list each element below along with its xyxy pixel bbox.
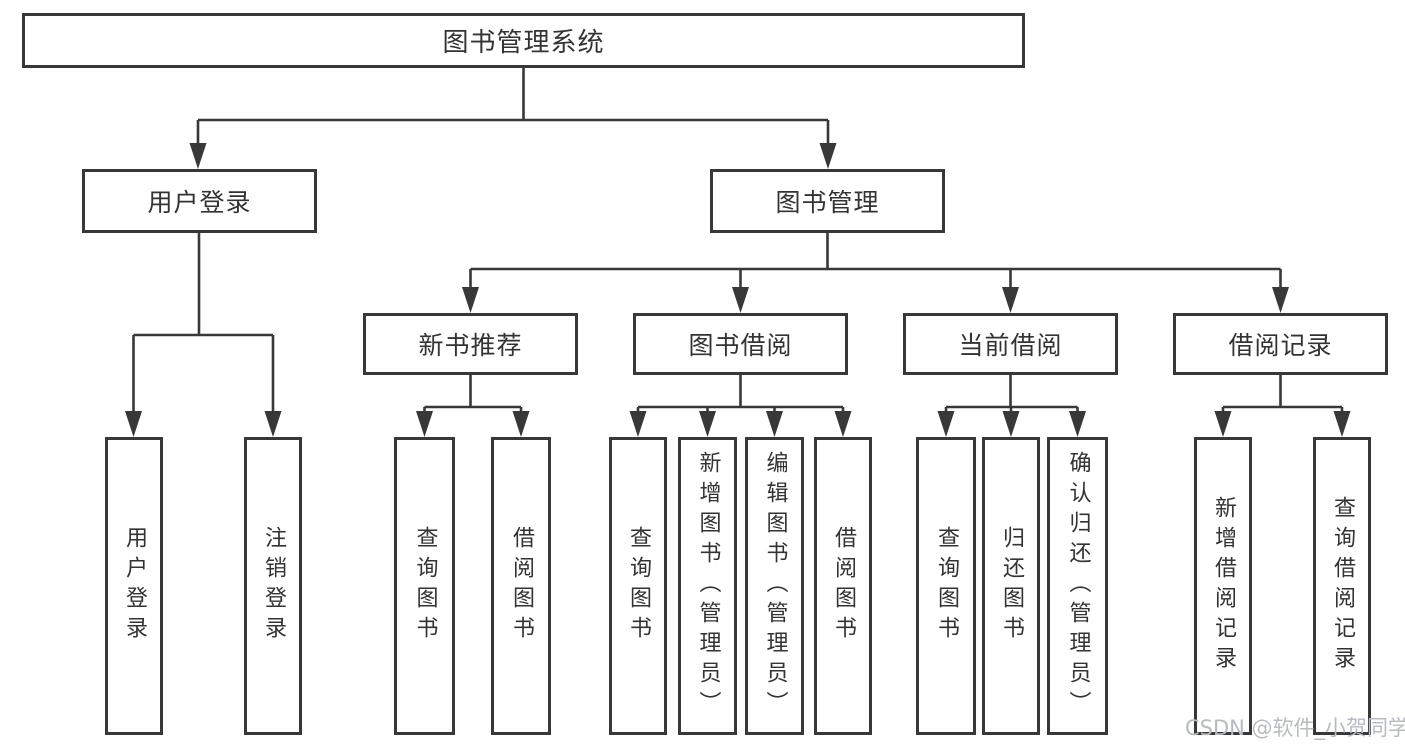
leaf-user-login-label: 用户登录 (122, 526, 147, 646)
leaf-query-books-recommend: 查询图书 (394, 437, 455, 735)
node-user-login-label: 用户登录 (147, 188, 252, 217)
leaf-return-book: 归还图书 (982, 437, 1040, 735)
node-book-management: 图书管理 (710, 169, 945, 233)
leaf-query-books-recommend-label: 查询图书 (412, 526, 438, 646)
leaf-borrow-books: 借阅图书 (814, 437, 872, 735)
leaf-query-books-borrow: 查询图书 (609, 437, 667, 735)
leaf-edit-book-admin: 编辑图书（管理员） (745, 437, 804, 735)
leaf-confirm-return-admin-label: 确认归还（管理员） (1065, 451, 1091, 721)
leaf-add-book-admin: 新增图书（管理员） (678, 437, 737, 735)
leaf-logout: 注销登录 (244, 437, 302, 735)
node-book-borrow-label: 图书借阅 (688, 331, 793, 360)
leaf-confirm-return-admin: 确认归还（管理员） (1047, 437, 1108, 735)
node-borrow-records-label: 借阅记录 (1228, 331, 1333, 360)
node-new-book-recommend: 新书推荐 (363, 313, 578, 375)
node-book-borrow: 图书借阅 (633, 313, 848, 375)
leaf-query-borrow-record-label: 查询借阅记录 (1330, 496, 1355, 676)
leaf-return-book-label: 归还图书 (999, 526, 1024, 646)
watermark-text: CSDN @软件_小贺同学 (1185, 716, 1405, 740)
leaf-query-books-current-label: 查询图书 (934, 526, 959, 646)
leaf-borrow-books-recommend: 借阅图书 (491, 437, 551, 735)
node-borrow-records: 借阅记录 (1173, 313, 1388, 375)
leaf-user-login: 用户登录 (105, 437, 163, 735)
leaf-borrow-books-recommend-label: 借阅图书 (509, 526, 534, 646)
leaf-logout-label: 注销登录 (261, 526, 286, 646)
node-new-book-recommend-label: 新书推荐 (418, 331, 523, 360)
node-user-login: 用户登录 (82, 169, 317, 233)
node-root: 图书管理系统 (22, 13, 1025, 68)
leaf-edit-book-admin-label: 编辑图书（管理员） (762, 451, 788, 721)
node-root-label: 图书管理系统 (442, 28, 605, 58)
leaf-query-books-current: 查询图书 (916, 437, 976, 735)
leaf-add-borrow-record-label: 新增借阅记录 (1211, 496, 1236, 676)
leaf-query-books-borrow-label: 查询图书 (626, 526, 651, 646)
leaf-add-borrow-record: 新增借阅记录 (1194, 437, 1252, 735)
node-current-borrow-label: 当前借阅 (958, 331, 1063, 360)
node-book-management-label: 图书管理 (775, 188, 880, 217)
node-current-borrow: 当前借阅 (903, 313, 1118, 375)
leaf-query-borrow-record: 查询借阅记录 (1313, 437, 1371, 735)
leaf-add-book-admin-label: 新增图书（管理员） (695, 451, 721, 721)
leaf-borrow-books-label: 借阅图书 (831, 526, 856, 646)
